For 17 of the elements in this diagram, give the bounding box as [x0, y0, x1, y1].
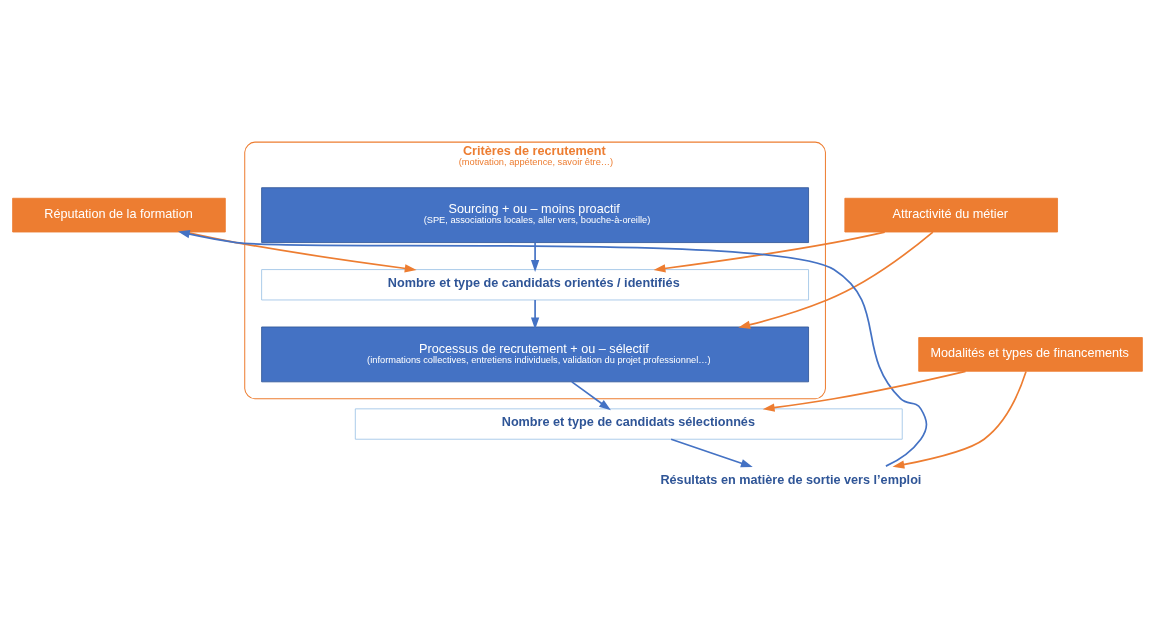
- arrow: [670, 438, 753, 468]
- arrow: [892, 370, 1027, 469]
- node-box: Modalités et types de financements: [918, 337, 1143, 372]
- node-box: Attractivité du métier: [844, 197, 1058, 233]
- node-box: Processus de recrutement + ou – sélectif (informations collectives, entretiens individuels, validation du projet professionnel…): [261, 326, 809, 383]
- node-box: Nombre et type de candidats sélectionnés: [354, 408, 903, 440]
- arrow: [530, 299, 540, 330]
- arrow: [571, 381, 611, 411]
- arrow: [738, 231, 934, 329]
- node-box: Réputation de la formation: [12, 197, 226, 233]
- node-box: Nombre et type de candidats orientés / identifiés: [261, 269, 809, 301]
- node-box: Sourcing + ou – moins proactif (SPE, associations locales, aller vers, bouche-à-oreille): [261, 187, 809, 243]
- arrow: [177, 230, 928, 467]
- node-text: Résultats en matière de sortie vers l’emploi: [660, 472, 922, 487]
- arrow: [530, 242, 540, 272]
- arrow: [762, 370, 967, 412]
- arrow: [653, 231, 886, 273]
